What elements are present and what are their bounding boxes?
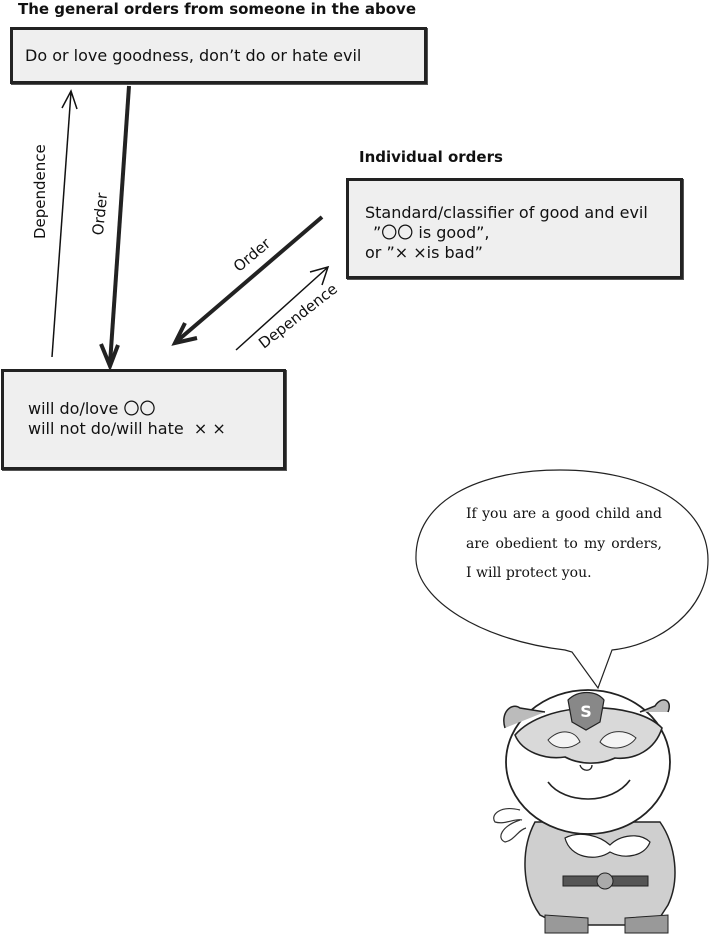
character-body	[525, 822, 675, 933]
character-scarf	[494, 809, 526, 842]
emblem-letter: S	[580, 702, 592, 721]
character-head: S	[504, 690, 670, 834]
